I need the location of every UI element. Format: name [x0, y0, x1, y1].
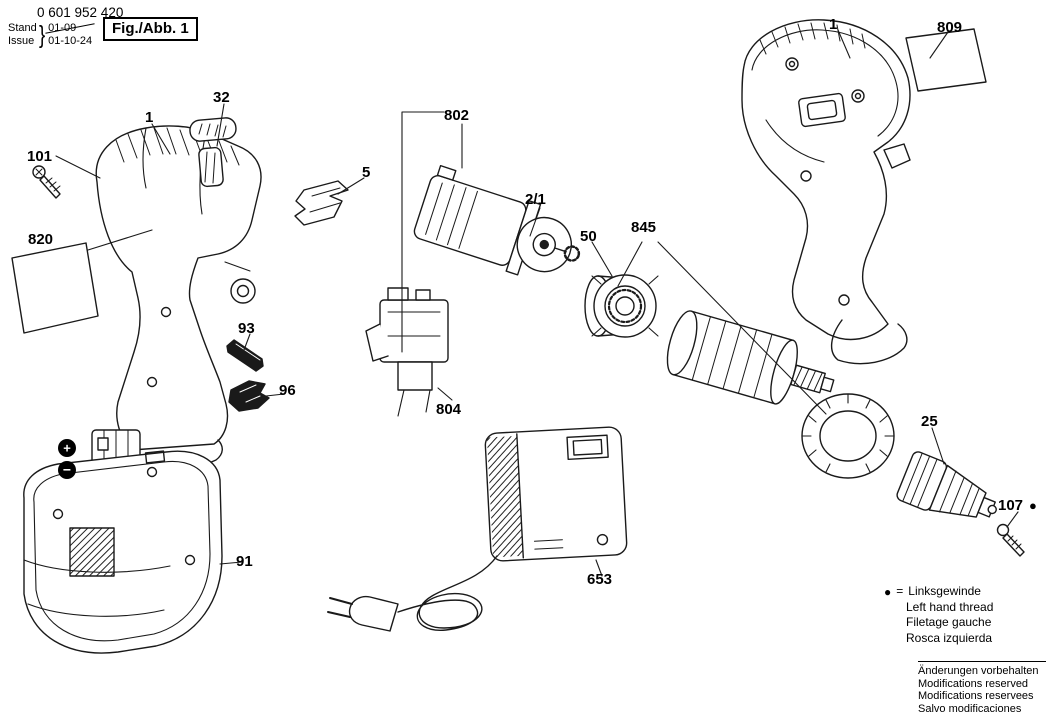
legend-line-es: Rosca izquierda — [906, 630, 993, 645]
callout-sticker-left: 820 — [28, 231, 54, 248]
callout-gearbox: 845 — [631, 219, 657, 236]
callout-ring-gear: 50 — [580, 228, 597, 245]
battery-polarity-markers: + − — [58, 439, 76, 479]
callout-battery: 91 — [236, 553, 253, 570]
modifications-line-es: Salvo modificaciones — [918, 702, 1022, 715]
modifications-line-fr: Modifications reservees — [918, 690, 1034, 702]
document-part-number: 0 601 952 420 — [37, 5, 124, 20]
forward-reverse-button-part — [189, 117, 237, 188]
callout-sticker-right: 809 — [937, 19, 963, 36]
clutch-collar-part — [801, 393, 895, 479]
battery-pack-part — [23, 429, 223, 654]
legend-line-fr: Filetage gauche — [906, 615, 992, 629]
issue-label: Issue — [8, 35, 35, 47]
callout-housing-right: 1 — [829, 16, 838, 33]
callout-clip-small: 96 — [279, 382, 296, 399]
screwdriver-bit-part — [226, 339, 264, 372]
switch-part — [365, 287, 449, 417]
callout-switch: 804 — [436, 401, 462, 418]
stand-label: Stand — [8, 22, 37, 34]
callout-chuck-screw: 107 ● — [998, 497, 1037, 514]
callout-motor: 802 — [444, 107, 470, 124]
figure-label: Fig./Abb. 1 — [103, 17, 198, 41]
clip-plate-part — [294, 180, 349, 226]
drill-housing-left-part — [95, 125, 262, 473]
issue-value: 01-10-24 — [48, 35, 93, 47]
minus-marker: − — [63, 462, 71, 478]
issue-block: Stand Issue } 01-09 01-10-24 — [8, 22, 92, 48]
chuck-part — [896, 451, 997, 518]
sticker-820-part — [11, 242, 99, 334]
left-thread-dot: ● — [1029, 498, 1037, 513]
callout-motor-pinion: 2/1 — [525, 191, 546, 208]
housing-screw-part — [32, 165, 61, 199]
callout-chuck: 25 — [921, 413, 938, 430]
callout-bit: 93 — [238, 320, 255, 337]
stand-value: 01-09 — [48, 22, 92, 35]
chuck-screw-part — [996, 523, 1025, 557]
plus-marker: + — [63, 441, 71, 456]
ring-gear-part — [584, 274, 659, 338]
modifications-line-en: Modifications reserved — [918, 677, 1029, 690]
gearbox-part — [666, 310, 835, 405]
issue-brace: } — [38, 20, 46, 49]
callout-chuck-screw-number: 107 — [998, 497, 1024, 514]
drill-housing-right-part — [741, 19, 911, 365]
callout-button: 32 — [213, 89, 230, 106]
motor-part — [413, 164, 581, 276]
left-thread-legend: ● = Linksgewinde Left hand thread Fileta… — [884, 584, 993, 646]
callout-housing-left: 1 — [145, 109, 154, 126]
legend-equals: = — [896, 584, 904, 598]
sticker-809-part — [905, 28, 987, 92]
callout-clip-plate: 5 — [362, 164, 371, 181]
legend-line-de: Linksgewinde — [908, 584, 981, 598]
legend-dot-icon: ● — [884, 584, 892, 599]
callout-housing-screw: 101 — [27, 148, 53, 165]
callout-charger: 653 — [587, 571, 613, 588]
belt-clip-part — [228, 380, 270, 412]
leader-lines — [55, 29, 1019, 577]
modifications-line-de: Änderungen vorbehalten — [918, 665, 1039, 677]
charger-part — [327, 426, 628, 632]
legend-line-en: Left hand thread — [906, 599, 994, 614]
modifications-note: Änderungen vorbehalten Modifications res… — [918, 661, 1046, 715]
